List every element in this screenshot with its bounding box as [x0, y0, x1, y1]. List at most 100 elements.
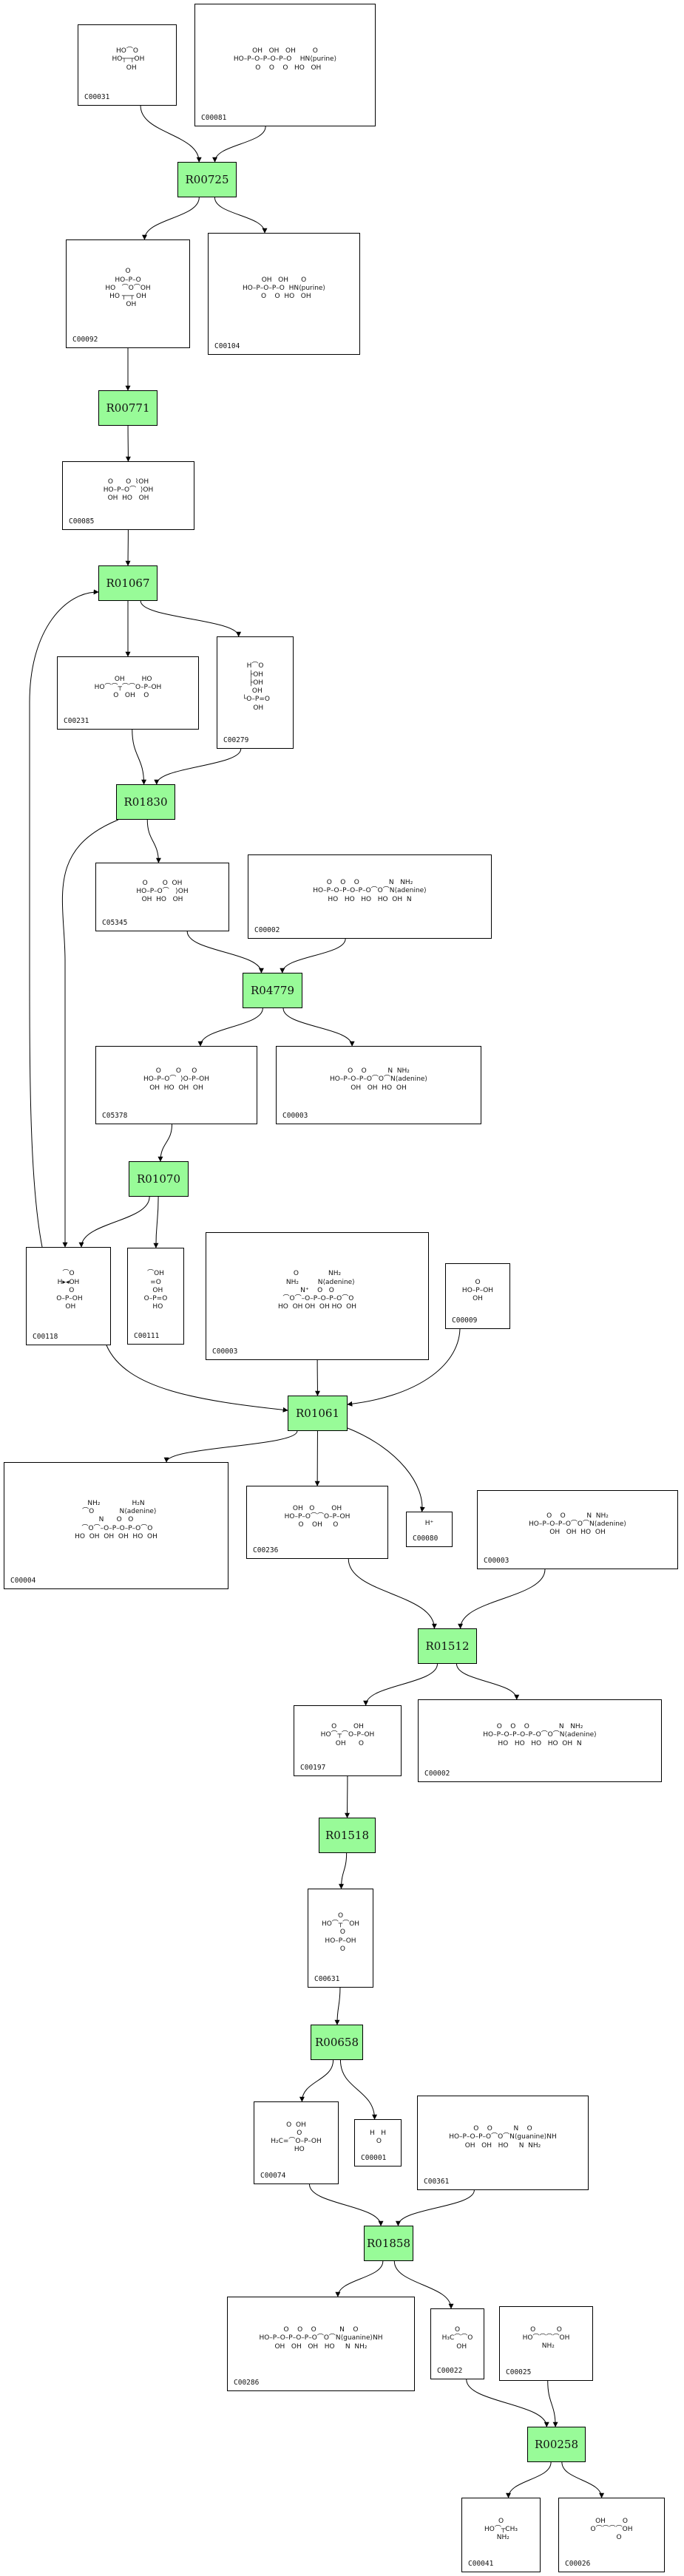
compound-node-c00003-adp[interactable]: O O N NH₂ HO–P–O–P–O⌒O⌒N⟨adenine⟩ OH OH …	[276, 1046, 481, 1124]
compound-id: C00041	[468, 2560, 494, 2568]
molecule-structure: O O O N O HO–P–O–P–O–P–O⌒O⌒N⟨guanine⟩NH …	[259, 2326, 383, 2351]
compound-id: C00197	[300, 1764, 326, 1772]
compound-node-c00361[interactable]: O O N O HO–P–O–P–O⌒O⌒N⟨guanine⟩NH OH OH …	[417, 2096, 589, 2190]
molecule-structure: OH OH OH O HO–P–O–P–O–P–O HN⟨purine⟩ O O…	[233, 47, 337, 72]
edge-c00236-to-r01512	[348, 1558, 437, 1629]
molecule-structure: O O O N NH₂ HO–P–O–P–O–P–O⌒O⌒N⟨adenine⟩ …	[313, 879, 427, 903]
edge-c00631-to-r00658	[334, 1987, 341, 2025]
reaction-node-r00771[interactable]: R00771	[98, 390, 158, 426]
molecule-structure: O HO–P–OH OH	[461, 1278, 494, 1303]
compound-node-c00002-2[interactable]: O O O N NH₂ HO–P–O–P–O–P–O⌒O⌒N⟨adenine⟩ …	[418, 1699, 662, 1782]
reaction-node-r00258[interactable]: R00258	[527, 2427, 586, 2462]
compound-node-c00003-adp-2[interactable]: O O N NH₂ HO–P–O–P–O⌒O⌒N⟨adenine⟩ OH OH …	[477, 1490, 678, 1569]
compound-id: C00111	[134, 1332, 160, 1340]
edge-r01067-to-c00279	[140, 600, 242, 637]
reaction-node-r01512[interactable]: R01512	[418, 1628, 477, 1664]
edge-c00118-to-r01061	[106, 1345, 288, 1413]
reaction-node-r01061[interactable]: R01061	[288, 1396, 348, 1431]
molecule-structure: O O ⌇OH HO–P–O⌒ ⟩OH OH HO OH	[103, 478, 154, 503]
edge-c00118-to-r01067	[29, 589, 99, 1248]
molecule-structure: O OH O H₂C=⌒O–P–OH HO	[271, 2121, 322, 2154]
edge-c05378-to-r01070	[158, 1124, 172, 1162]
edge-r01830-to-c00118	[61, 819, 119, 1248]
compound-node-c00085[interactable]: O O ⌇OH HO–P–O⌒ ⟩OH OH HO OH C00085	[62, 461, 194, 530]
molecule-structure: NH₂ H₂N ⌒O N⟨adenine⟩ N O O ⌒O⌒–O–P–O–P–…	[75, 1499, 158, 1540]
molecule-structure: H⁺	[424, 1520, 434, 1528]
edge-c00031-to-r00725	[140, 105, 202, 163]
edge-r00725-to-c00104	[214, 197, 268, 234]
compound-id: C05345	[102, 919, 128, 927]
reaction-label: R01070	[136, 1172, 180, 1186]
molecule-structure: OH OH O HO–P–O–P–O HN⟨purine⟩ O O HO OH	[243, 276, 325, 301]
compound-id: C05378	[102, 1112, 128, 1120]
compound-node-c00004[interactable]: NH₂ H₂N ⌒O N⟨adenine⟩ N O O ⌒O⌒–O–P–O–P–…	[4, 1462, 228, 1589]
molecule-structure: H⌒O ├OH ├OH OH └O–P=O OH	[242, 662, 270, 712]
compound-id: C00085	[69, 517, 95, 526]
compound-node-c00080[interactable]: H⁺C00080	[406, 1512, 453, 1547]
compound-id: C00118	[33, 1333, 58, 1341]
compound-node-c00631[interactable]: O HO⌒┬⌒OH O HO–P–OH O C00631	[308, 1889, 373, 1988]
edge-c05345-to-r04779	[186, 931, 264, 973]
molecule-structure: HO⌒O HO┬─┬OH OH	[112, 47, 145, 72]
edge-r01070-to-c00118	[78, 1196, 150, 1248]
compound-node-c00197[interactable]: O OH HO⌒┬⌒O–P–OH OH O C00197	[294, 1705, 402, 1776]
molecule-structure: O O O HO–P–O⌒ ⟩O–P–OH OH HO OH OH	[143, 1067, 209, 1092]
reaction-node-r01070[interactable]: R01070	[129, 1161, 189, 1197]
edge-r00258-to-c00026	[561, 2461, 605, 2498]
molecule-structure: O OH HO⌒┬⌒O–P–OH OH O	[320, 1723, 375, 1747]
compound-node-c00041[interactable]: O HO⌒┬CH₃ NH₂ C00041	[461, 2498, 541, 2572]
edge-r04779-to-c05378	[197, 1007, 263, 1047]
molecule-structure: O O OH HO–P–O⌒ ⟩OH OH HO OH	[136, 879, 189, 904]
compound-node-c05345[interactable]: O O OH HO–P–O⌒ ⟩OH OH HO OH C05345	[95, 863, 229, 931]
edge-r01512-to-c00002b	[456, 1663, 520, 1700]
molecule-structure: O NH₂ NH₂ N⟨adenine⟩ N⁺ O O ⌒O⌒–O–P–O–P–…	[278, 1270, 356, 1311]
edge-r01512-to-c00197	[363, 1663, 438, 1706]
edge-c00025-to-r00258	[547, 2380, 558, 2427]
edge-c00002a-to-r04779	[280, 938, 346, 973]
molecule-structure: O HO⌒┬CH₃ NH₂	[484, 2517, 518, 2542]
edge-c00081-to-r00725	[212, 126, 266, 163]
molecule-structure: OH O OH HO–P–O⌒⌒O–P–OH O OH O	[284, 1504, 351, 1529]
compound-id: C00002	[424, 1770, 450, 1778]
compound-id: C00631	[314, 1975, 340, 1983]
edge-r00725-to-c00092	[141, 197, 200, 240]
compound-id: C00025	[506, 2368, 532, 2376]
reaction-node-r00658[interactable]: R00658	[311, 2025, 363, 2060]
reaction-node-r01518[interactable]: R01518	[319, 1818, 376, 1853]
compound-node-c00002[interactable]: O O O N NH₂ HO–P–O–P–O–P–O⌒O⌒N⟨adenine⟩ …	[248, 854, 492, 939]
reaction-node-r00725[interactable]: R00725	[177, 162, 237, 197]
reaction-node-r01067[interactable]: R01067	[98, 565, 158, 601]
reaction-label: R01858	[366, 2237, 410, 2250]
edge-c00361-to-r01858	[395, 2189, 475, 2226]
compound-node-c00286[interactable]: O O O N O HO–P–O–P–O–P–O⌒O⌒N⟨guanine⟩NH …	[227, 2297, 415, 2391]
molecule-structure: O HO⌒┬⌒OH O HO–P–OH O	[321, 1911, 360, 1953]
compound-node-c05378[interactable]: O O O HO–P–O⌒ ⟩O–P–OH OH HO OH OH C05378	[95, 1046, 257, 1124]
compound-id: C00361	[424, 2178, 450, 2186]
reaction-node-r01830[interactable]: R01830	[116, 784, 175, 820]
compound-node-c00081[interactable]: OH OH OH O HO–P–O–P–O–P–O HN⟨purine⟩ O O…	[194, 4, 376, 126]
reaction-node-r01858[interactable]: R01858	[364, 2226, 413, 2261]
molecule-structure: H H O	[369, 2129, 387, 2145]
compound-node-c00092[interactable]: O HO–P–O HO ⌒O⌒OH HO ┬─┬ OH OH C00092	[66, 239, 190, 348]
compound-node-c00003[interactable]: O NH₂ NH₂ N⟨adenine⟩ N⁺ O O ⌒O⌒–O–P–O–P–…	[206, 1232, 429, 1360]
compound-id: C00022	[437, 2367, 463, 2375]
reaction-label: R00258	[534, 2438, 578, 2451]
compound-id: C00003	[212, 1348, 238, 1356]
reaction-node-r04779[interactable]: R04779	[243, 973, 302, 1008]
compound-id: C00092	[72, 336, 98, 344]
molecule-structure: O HO–P–O HO ⌒O⌒OH HO ┬─┬ OH OH	[105, 268, 151, 309]
